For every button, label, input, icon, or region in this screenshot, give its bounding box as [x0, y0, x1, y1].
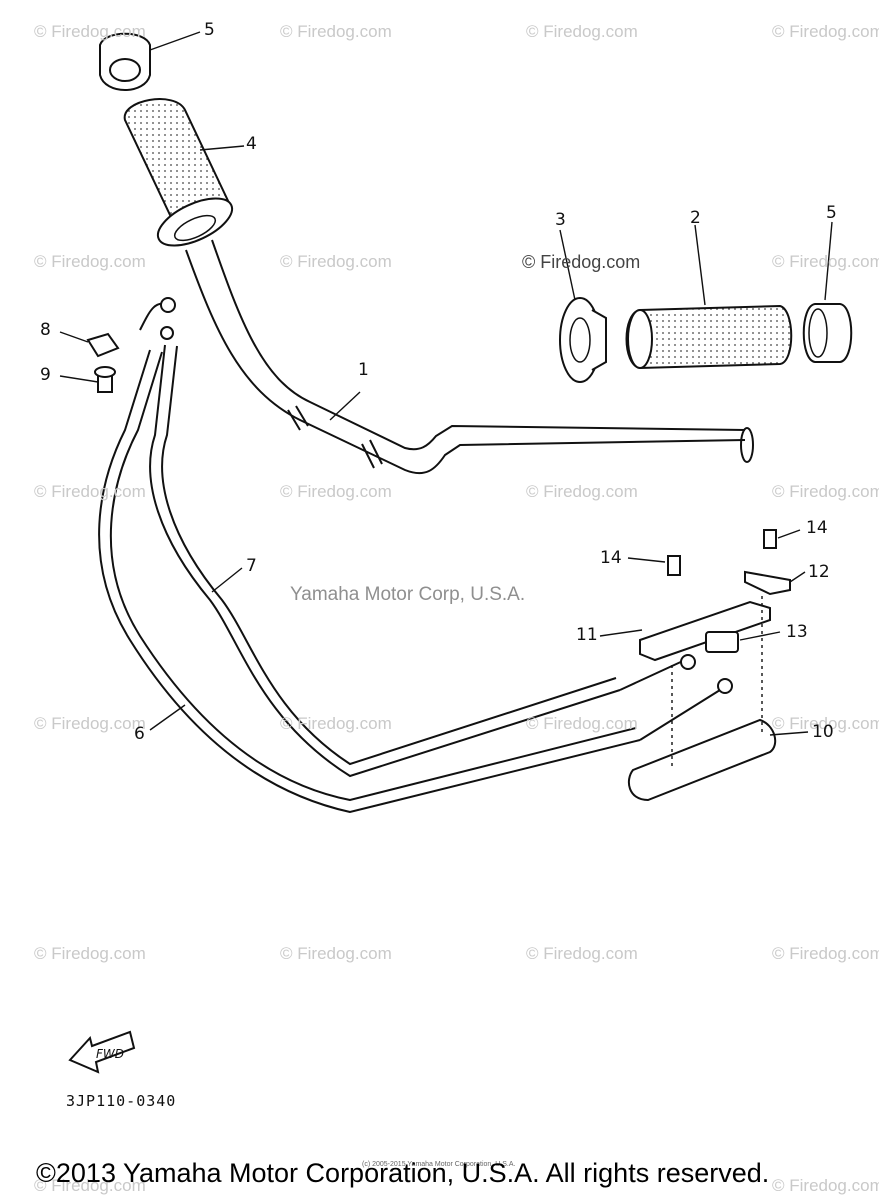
watermark: © Firedog.com	[526, 944, 638, 963]
copyright-footer: ©2013 Yamaha Motor Corporation, U.S.A. A…	[36, 1158, 770, 1188]
cable-clip-and-bolt	[86, 332, 120, 393]
watermark: © Firedog.com	[34, 252, 146, 271]
callout-5: 5	[826, 203, 837, 223]
callout-4: 4	[246, 134, 257, 154]
watermark: © Firedog.com	[34, 22, 146, 41]
fwd-label: FWD	[96, 1047, 124, 1061]
callout-8: 8	[40, 320, 51, 340]
watermark: © Firedog.com	[526, 22, 638, 41]
watermark: © Firedog.com	[772, 22, 879, 41]
callout-6: 6	[134, 724, 145, 744]
forward-arrow: FWD	[68, 1030, 136, 1074]
center-credit: Yamaha Motor Corp, U.S.A.	[290, 584, 526, 605]
diagram-code: 3JP110-0340	[66, 1092, 177, 1110]
right-grip-assembly	[559, 297, 853, 383]
watermark: © Firedog.com	[526, 714, 638, 733]
callout-1: 1	[358, 360, 369, 380]
callout-5: 5	[204, 20, 215, 40]
callout-3: 3	[555, 210, 566, 230]
watermark: © Firedog.com	[280, 482, 392, 501]
watermark: © Firedog.com	[280, 252, 392, 271]
throttle-housing	[627, 529, 791, 802]
watermark: © Firedog.com	[772, 1176, 879, 1195]
watermark: © Firedog.com	[280, 944, 392, 963]
fine-print: (c) 2005-2015 Yamaha Motor Corporation, …	[362, 1161, 516, 1168]
throttle-cables	[98, 297, 733, 814]
handlebar	[185, 239, 754, 475]
watermark: © Firedog.com	[772, 482, 879, 501]
watermark: © Firedog.com	[280, 22, 392, 41]
watermark: © Firedog.com	[526, 482, 638, 501]
leader-lines	[59, 31, 833, 770]
callout-14: 14	[600, 548, 622, 568]
watermark: © Firedog.com	[34, 714, 146, 733]
left-grip-end	[99, 32, 151, 91]
watermark: © Firedog.com	[34, 482, 146, 501]
callout-12: 12	[808, 562, 830, 582]
watermark: © Firedog.com	[280, 714, 392, 733]
callout-7: 7	[246, 556, 257, 576]
callout-9: 9	[40, 365, 51, 385]
callout-11: 11	[576, 625, 598, 645]
watermark: © Firedog.com	[772, 252, 879, 271]
callout-14: 14	[806, 518, 828, 538]
callout-13: 13	[786, 622, 808, 642]
left-grip	[123, 98, 234, 247]
watermark: © Firedog.com	[772, 944, 879, 963]
watermark: © Firedog.com	[772, 714, 879, 733]
inline-watermark-label: © Firedog.com	[522, 252, 641, 272]
callout-2: 2	[690, 208, 701, 228]
watermark: © Firedog.com	[34, 1176, 146, 1195]
watermark: © Firedog.com	[34, 944, 146, 963]
callout-10: 10	[812, 722, 834, 742]
